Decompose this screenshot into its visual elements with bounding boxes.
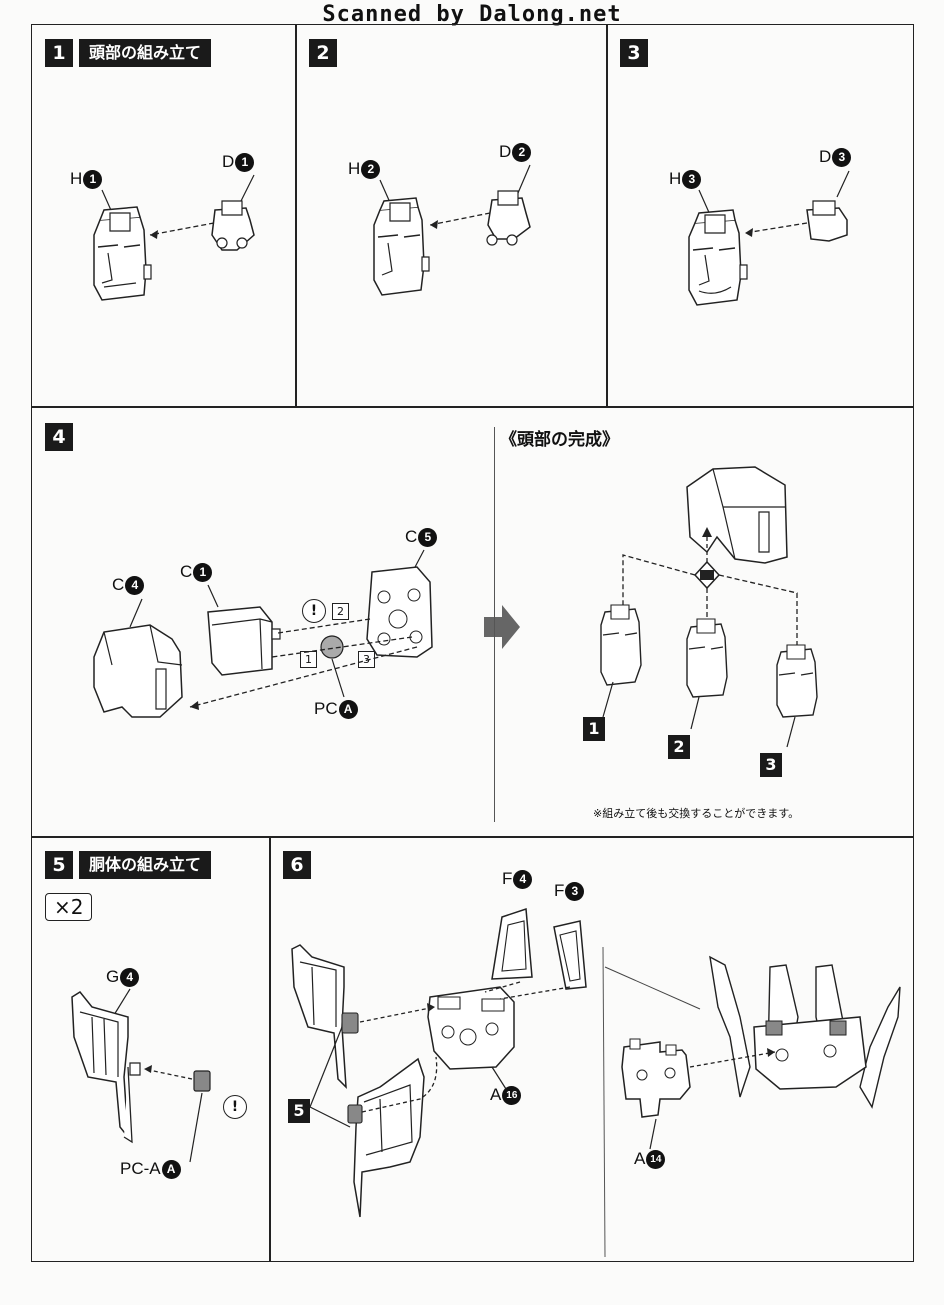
head-face-part bbox=[32, 25, 292, 325]
part-number-badge: 16 bbox=[502, 1085, 522, 1105]
part-label-c1: C 1 bbox=[180, 562, 213, 582]
wing-part bbox=[32, 837, 272, 1237]
part-label-h2: H 2 bbox=[348, 159, 381, 179]
part-letter: A bbox=[490, 1085, 502, 1104]
step-3-panel: 3 H 3 D 3 bbox=[606, 24, 914, 408]
head-option-1: 1 bbox=[583, 717, 605, 741]
part-number-badge: A bbox=[161, 1159, 181, 1179]
part-number-badge: 14 bbox=[646, 1149, 666, 1169]
order-mark-2: 2 bbox=[332, 603, 349, 620]
part-letter: G bbox=[106, 967, 120, 986]
step-title: 頭部の組み立て bbox=[79, 39, 212, 67]
part-letter: H bbox=[70, 169, 83, 188]
completed-head-diagram bbox=[495, 407, 915, 827]
step-1-panel: 1 頭部の組み立て H 1 D 1 bbox=[31, 24, 297, 408]
part-label-d2: D 2 bbox=[499, 142, 532, 162]
head-face-part bbox=[607, 25, 907, 325]
caution-icon: ! bbox=[302, 599, 326, 623]
watermark: Scanned by Dalong.net bbox=[322, 2, 622, 27]
part-label-g4: G 4 bbox=[106, 967, 140, 987]
part-number-badge: A bbox=[338, 699, 358, 719]
head-option-2: 2 bbox=[668, 735, 690, 759]
panel-divider bbox=[494, 427, 495, 822]
step-number: 4 bbox=[45, 423, 73, 451]
step-number: 5 bbox=[45, 851, 73, 879]
part-letter: D bbox=[499, 142, 512, 161]
part-number-badge: 1 bbox=[235, 152, 255, 172]
part-number-badge: 4 bbox=[120, 967, 140, 987]
part-number-badge: 4 bbox=[125, 575, 145, 595]
part-letter: C bbox=[112, 575, 125, 594]
part-label-f3: F 3 bbox=[554, 881, 585, 901]
part-letter: PC bbox=[314, 699, 338, 718]
part-number-badge: 1 bbox=[193, 562, 213, 582]
step-number: 3 bbox=[620, 39, 648, 67]
part-number-badge: 1 bbox=[83, 169, 103, 189]
step-6-panel: 6 F 4 F 3 A 16 A 14 5 bbox=[269, 836, 914, 1262]
quantity-multiplier: ×2 bbox=[45, 893, 93, 921]
step-5-reference: 5 bbox=[288, 1099, 310, 1123]
part-number-badge: 3 bbox=[832, 147, 852, 167]
part-label-h3: H 3 bbox=[669, 169, 702, 189]
part-label-d1: D 1 bbox=[222, 152, 255, 172]
caution-icon: ! bbox=[223, 1095, 247, 1119]
part-label-f4: F 4 bbox=[502, 869, 533, 889]
part-letter: A bbox=[634, 1149, 646, 1168]
part-label-pc-a: PC-A A bbox=[120, 1159, 181, 1179]
part-letter: H bbox=[669, 169, 682, 188]
part-letter: H bbox=[348, 159, 361, 178]
part-label-c4: C 4 bbox=[112, 575, 145, 595]
part-letter: C bbox=[405, 527, 418, 546]
part-number-badge: 4 bbox=[513, 869, 533, 889]
part-number-badge: 5 bbox=[418, 527, 438, 547]
part-letter: F bbox=[502, 869, 513, 888]
part-number-badge: 2 bbox=[361, 159, 381, 179]
part-number-badge: 2 bbox=[512, 142, 532, 162]
head-face-part bbox=[296, 25, 596, 325]
part-letter: F bbox=[554, 881, 565, 900]
step-number: 2 bbox=[309, 39, 337, 67]
head-complete-heading: 《頭部の完成》 bbox=[500, 430, 619, 450]
part-letter: D bbox=[819, 147, 832, 166]
step-5-panel: 5 胴体の組み立て ×2 G 4 PC-A A ! bbox=[31, 836, 271, 1262]
step-number: 6 bbox=[283, 851, 311, 879]
part-label-a14: A 14 bbox=[634, 1149, 666, 1169]
part-label-d3: D 3 bbox=[819, 147, 852, 167]
step-2-panel: 2 H 2 D 2 bbox=[295, 24, 608, 408]
interchangeable-note: ※組み立て後も交換することができます。 bbox=[593, 807, 800, 820]
part-label-h1: H 1 bbox=[70, 169, 103, 189]
head-assembly-parts bbox=[32, 407, 520, 827]
part-number-badge: 3 bbox=[565, 881, 585, 901]
order-mark-1: 1 bbox=[300, 651, 317, 668]
head-option-3: 3 bbox=[760, 753, 782, 777]
part-label-c5: C 5 bbox=[405, 527, 438, 547]
step-title: 胴体の組み立て bbox=[79, 851, 212, 879]
torso-assembly-diagram bbox=[270, 837, 915, 1263]
step-4-panel: 4 C 4 C 1 C 5 PC A ! 2 1 3 bbox=[31, 406, 914, 838]
part-number-badge: 3 bbox=[682, 169, 702, 189]
part-label-pca: PC A bbox=[314, 699, 358, 719]
part-label-a16: A 16 bbox=[490, 1085, 522, 1105]
part-letter: C bbox=[180, 562, 193, 581]
part-letter: PC-A bbox=[120, 1159, 161, 1178]
step-number: 1 bbox=[45, 39, 73, 67]
part-letter: D bbox=[222, 152, 235, 171]
order-mark-3: 3 bbox=[358, 651, 375, 668]
